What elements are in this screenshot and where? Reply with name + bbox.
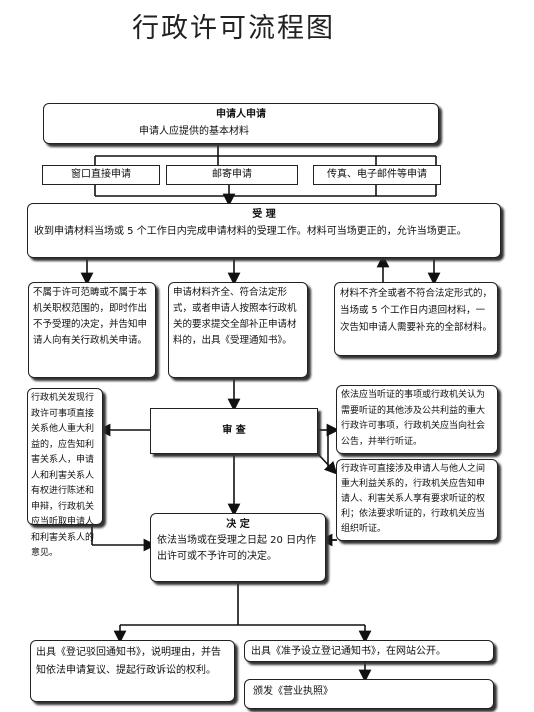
branch-not-accepted: 不属于许可范畴或不属于本机关职权范围的，即时作出不予受理的决定，并告知申请人向有… [28,282,156,378]
outcome-reject-text: 出具《登记驳回通知书》，说明理由，并告知依法申请复议、提起行政诉讼的权利。 [36,647,221,676]
decision-heading: 决 定 [226,519,250,530]
apply-heading: 申请人申请 [216,109,266,120]
outcome-reject: 出具《登记驳回通知书》，说明理由，并告知依法申请复议、提起行政诉讼的权利。 [30,640,235,702]
method-counter-label: 窗口直接申请 [71,169,131,180]
review-box: 审 查 [150,408,318,454]
method-mail: 邮寄申请 [166,165,298,185]
review-heading: 审 查 [222,425,246,436]
branch-incomplete-text: 材料不齐全或者不符合法定形式的，当场或 5 个工作日内退回材料，一次告知申请人需… [340,288,493,333]
review-interest-note-text: 行政机关发现行政许可事项直接关系他人重大利益的，应告知利害关系人，申请人和利害关… [31,393,95,558]
page-title: 行政许可流程图 [132,13,335,44]
method-counter: 窗口直接申请 [42,165,160,185]
apply-box: 申请人申请 申请人应提供的基本材料 [43,103,439,144]
accept-heading: 受 理 [252,209,276,220]
outcome-license-text: 颁发《营业执照》 [253,686,333,697]
branch-accepted-text: 申请材料齐全、符合法定形式，或者申请人按照本行政机关的要求提交全部补正申请材料的… [173,287,297,346]
hearing-public-note-text: 依法应当听证的事项或行政机关认为需要听证的其他涉及公共利益的重大行政许可事项，行… [341,390,486,447]
branch-incomplete: 材料不齐全或者不符合法定形式的，当场或 5 个工作日内退回材料，一次告知申请人需… [334,282,498,356]
method-fax-email-label: 传真、电子邮件等申请 [327,169,427,180]
accept-text: 收到申请材料当场或 5 个工作日内完成申请材料的受理工作。材料可当场更正的，允许… [34,226,467,237]
outcome-approve-text: 出具《准予设立登记通知书》，在网站公开。 [251,646,446,657]
decision-box: 决 定 依法当场或在受理之日起 20 日内作出许可或不予许可的决定。 [150,513,326,582]
branch-not-accepted-text: 不属于许可范畴或不属于本机关职权范围的，即时作出不予受理的决定，并告知申请人向有… [33,287,148,346]
apply-sub: 申请人应提供的基本材料 [139,126,249,137]
method-fax-email: 传真、电子邮件等申请 [313,165,441,185]
accept-box: 受 理 收到申请材料当场或 5 个工作日内完成申请材料的受理工作。材料可当场更正… [27,203,501,258]
decision-text: 依法当场或在受理之日起 20 日内作出许可或不予许可的决定。 [157,535,317,562]
hearing-interest-note: 行政许可直接涉及申请人与他人之间重大利益关系的，行政机关应告知申请人、利害关系人… [336,459,498,541]
outcome-license: 颁发《营业执照》 [244,679,494,709]
review-interest-note: 行政机关发现行政许可事项直接关系他人重大利益的，应告知利害关系人，申请人和利害关… [27,388,103,558]
hearing-interest-note-text: 行政许可直接涉及申请人与他人之间重大利益关系的，行政机关应告知申请人、利害关系人… [341,464,486,534]
branch-accepted: 申请材料齐全、符合法定形式，或者申请人按照本行政机关的要求提交全部补正申请材料的… [168,282,308,378]
outcome-approve: 出具《准予设立登记通知书》，在网站公开。 [244,640,494,662]
method-mail-label: 邮寄申请 [212,169,252,180]
hearing-public-note: 依法应当听证的事项或行政机关认为需要听证的其他涉及公共利益的重大行政许可事项，行… [336,385,498,454]
